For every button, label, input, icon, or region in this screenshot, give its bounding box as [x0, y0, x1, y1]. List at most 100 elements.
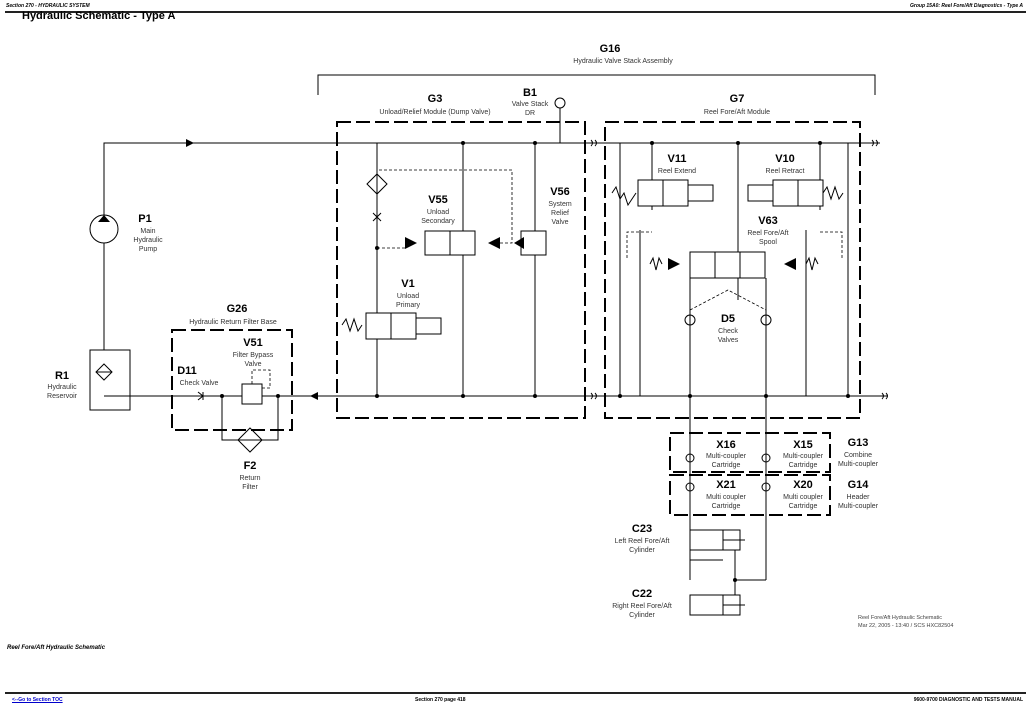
- g16-name: Hydraulic Valve Stack Assembly: [573, 58, 673, 65]
- g13-box: [669, 432, 831, 473]
- x15-id: X15: [793, 439, 813, 451]
- v11-name: Reel Extend: [658, 168, 696, 175]
- g14-name1: Header: [847, 494, 871, 501]
- page-title: Hydraulic Schematic - Type A: [22, 10, 176, 22]
- v11-valve-icon: [637, 179, 664, 207]
- v55-valve-icon: [424, 230, 451, 256]
- p1-name3: Pump: [139, 246, 157, 253]
- c22-name1: Right Reel Fore/Aft: [612, 603, 672, 610]
- section-toc-link[interactable]: <--Go to Section TOC: [12, 697, 63, 703]
- g26-box: [171, 329, 293, 431]
- x21-name2: Cartridge: [712, 503, 741, 510]
- f2-name2: Filter: [242, 484, 258, 491]
- v51-name1: Filter Bypass: [233, 352, 274, 359]
- c23-id: C23: [632, 523, 652, 535]
- b1-port-icon: [554, 97, 566, 109]
- g7-id: G7: [730, 93, 745, 105]
- g26-name: Hydraulic Return Filter Base: [189, 319, 277, 326]
- b1-id: B1: [523, 87, 537, 99]
- c22-id: C22: [632, 588, 652, 600]
- g3-name: Unload/Relief Module (Dump Valve): [379, 109, 490, 116]
- v51-name2: Valve: [245, 361, 262, 368]
- v10-name: Reel Retract: [766, 168, 805, 175]
- x20-name2: Cartridge: [789, 503, 818, 510]
- g7-module-box: [604, 121, 861, 419]
- f2-id: F2: [244, 460, 257, 472]
- manual-title: 9600-9700 DIAGNOSTIC AND TESTS MANUAL: [913, 697, 1023, 703]
- d5-name1: Check: [718, 328, 738, 335]
- d11-name: Check Valve: [180, 380, 219, 387]
- v51-id: V51: [243, 337, 263, 349]
- bypass-valve-icon: [241, 383, 263, 405]
- x15-name2: Cartridge: [789, 462, 818, 469]
- c23-name2: Cylinder: [629, 547, 655, 554]
- v63-id: V63: [758, 215, 778, 227]
- f2-name1: Return: [239, 475, 260, 482]
- g3-module-box: [336, 121, 586, 419]
- v56-valve-icon: [520, 230, 547, 256]
- pressure-line: [103, 142, 880, 215]
- d5-id: D5: [721, 313, 735, 325]
- v55-id: V55: [428, 194, 448, 206]
- drawing-info-line1: Reel Fore/Aft Hydraulic Schematic: [858, 615, 942, 621]
- header-section: Section 270 - HYDRAULIC SYSTEM: [6, 3, 90, 9]
- g13-name2: Multi-coupler: [838, 461, 879, 468]
- v56-name1: System: [548, 201, 572, 208]
- b1-name1: Valve Stack: [512, 101, 549, 108]
- v1-valve-icon: [365, 312, 392, 340]
- c23-name1: Left Reel Fore/Aft: [615, 538, 670, 545]
- v10-id: V10: [775, 153, 795, 165]
- orifice-icon: [372, 212, 382, 222]
- g13-id: G13: [848, 437, 869, 449]
- p1-name1: Main: [140, 228, 155, 235]
- v56-name2: Relief: [551, 210, 569, 217]
- v55-name1: Unload: [427, 209, 449, 216]
- d11-id: D11: [177, 365, 197, 377]
- p1-name2: Hydraulic: [133, 237, 163, 244]
- v63-spool-icon: [689, 251, 716, 279]
- reservoir-icon: [89, 349, 131, 411]
- v10-valve-icon: [747, 184, 774, 202]
- p1-id: P1: [138, 213, 151, 225]
- v63-name1: Reel Fore/Aft: [747, 230, 788, 237]
- v1-name1: Unload: [397, 293, 419, 300]
- x21-name1: Multi coupler: [706, 494, 746, 501]
- g13-name1: Combine: [844, 452, 872, 459]
- flow-arrow-icon: [186, 139, 194, 147]
- g16-bracket: [317, 74, 876, 95]
- filter-icon: [237, 427, 263, 453]
- filter-icon: [366, 173, 388, 195]
- flow-arrow-icon: [310, 392, 318, 400]
- header-rule: [5, 11, 1026, 13]
- header-group: Group 15A0: Reel Fore/Aft Diagnostics - …: [910, 3, 1023, 9]
- x20-id: X20: [793, 479, 813, 491]
- v56-name3: Valve: [552, 219, 569, 226]
- figure-caption: Reel Fore/Aft Hydraulic Schematic: [7, 645, 106, 651]
- g14-name2: Multi-coupler: [838, 503, 879, 510]
- v1-name2: Primary: [396, 302, 421, 309]
- r1-id: R1: [55, 370, 69, 382]
- v11-id: V11: [668, 153, 687, 165]
- g3-id: G3: [428, 93, 443, 105]
- g26-id: G26: [227, 303, 248, 315]
- v55-name2: Secondary: [421, 218, 455, 225]
- g14-box: [669, 474, 831, 516]
- r1-name2: Reservoir: [47, 393, 78, 400]
- check-valve-icon: [197, 391, 204, 401]
- page-number: Section 270 page 418: [415, 697, 466, 703]
- x15-name1: Multi-coupler: [783, 453, 824, 460]
- x20-name1: Multi coupler: [783, 494, 823, 501]
- v1-id: V1: [401, 278, 414, 290]
- x16-name2: Cartridge: [712, 462, 741, 469]
- d5-name2: Valves: [718, 337, 739, 344]
- v63-name2: Spool: [759, 239, 777, 246]
- check-valve-icon: [684, 314, 696, 326]
- c22-name2: Cylinder: [629, 612, 655, 619]
- g7-name: Reel Fore/Aft Module: [704, 109, 770, 116]
- v56-id: V56: [550, 186, 570, 198]
- g14-id: G14: [848, 479, 870, 491]
- x21-id: X21: [716, 479, 736, 491]
- b1-name2: DR: [525, 110, 535, 117]
- drawing-info-line2: Mar 22, 2005 - 13:40 / SCS HXC82504: [858, 623, 953, 629]
